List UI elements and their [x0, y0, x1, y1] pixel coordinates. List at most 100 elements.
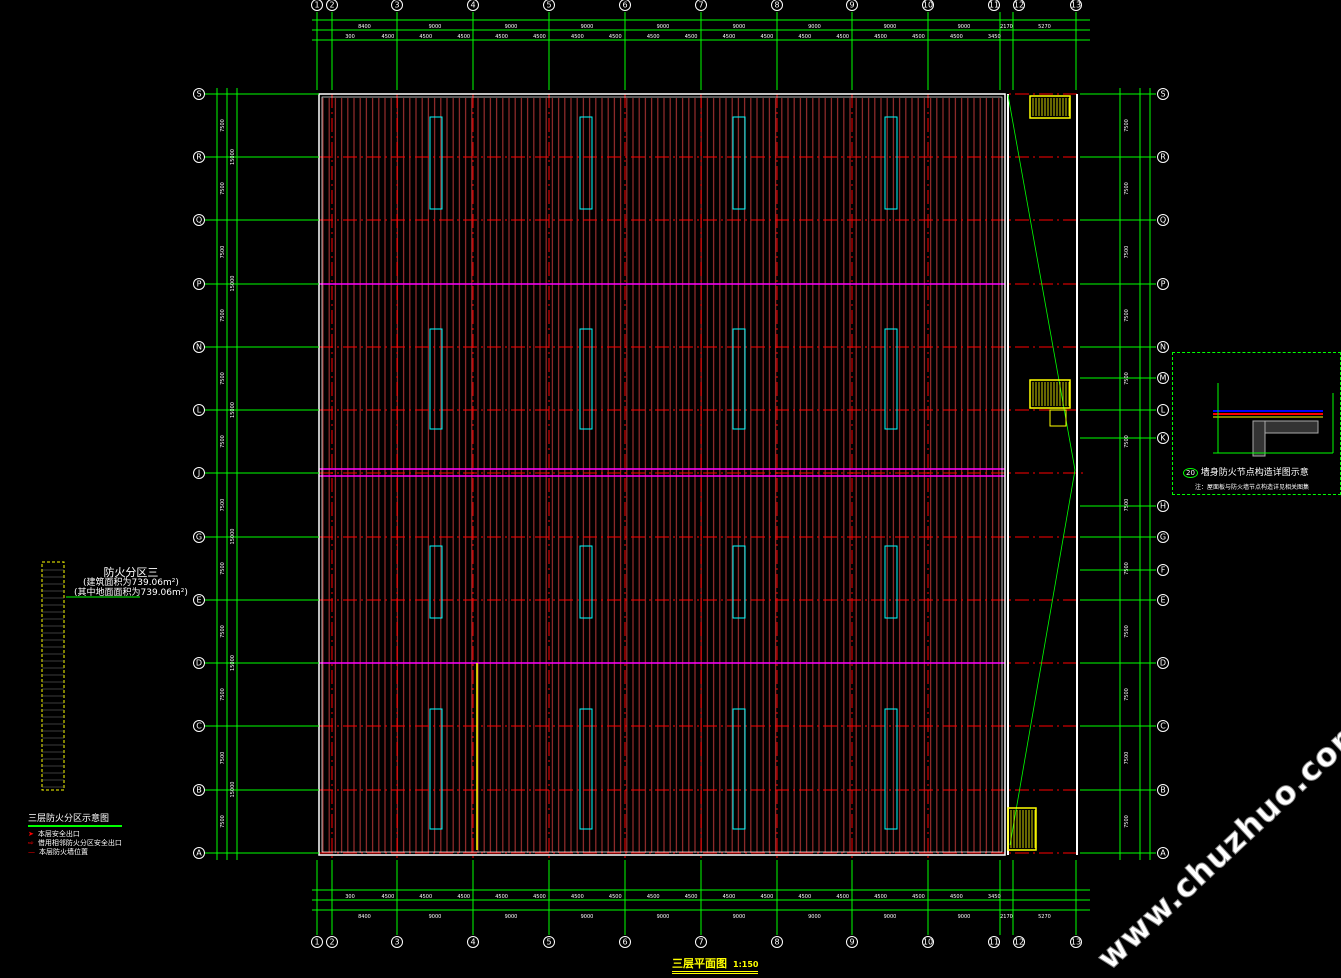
column-axis-label: 9 — [849, 938, 854, 947]
exit-arrow-icon: ➤ — [28, 830, 34, 838]
fire-zone-area-1: (建筑面积为739.06m²) — [83, 578, 179, 588]
skylight — [429, 545, 443, 619]
dimension-text: 9000 — [581, 24, 594, 30]
axis-bubble — [193, 151, 205, 163]
skylight — [884, 545, 898, 619]
legend-item: —本层防火墙位置 — [28, 848, 122, 857]
skylight — [429, 708, 443, 830]
detail-note: 注：屋面板与防火墙节点构造详见相关图集 — [1195, 484, 1310, 491]
dimension-text: 8400 — [358, 914, 371, 920]
dimension-text: 4500 — [798, 34, 811, 40]
skylight — [579, 328, 593, 430]
stair — [1029, 95, 1071, 119]
legend-title: 三层防火分区示意图 — [28, 815, 122, 827]
row-axis-label: R — [1160, 153, 1166, 162]
dimension-text: 4500 — [912, 894, 925, 900]
dimension-text: 7500 — [220, 119, 226, 132]
dimension-text: 2170 — [1000, 24, 1013, 30]
axis-bubble — [1070, 936, 1082, 948]
axis-bubble — [326, 936, 338, 948]
skylight — [579, 708, 593, 830]
axis-bubble — [467, 0, 479, 11]
dimension-text: 9000 — [657, 24, 670, 30]
dimension-text: 7500 — [220, 435, 226, 448]
dimension-text: 4500 — [609, 894, 622, 900]
dimension-text: 7500 — [220, 182, 226, 195]
dimension-text: 4500 — [761, 894, 774, 900]
column-axis-label: 5 — [546, 1, 551, 10]
dimension-text: 15000 — [230, 402, 236, 418]
column-axis-label: 9 — [849, 1, 854, 10]
row-axis-label: A — [196, 849, 202, 858]
dimension-text: 4500 — [761, 34, 774, 40]
axis-bubble — [193, 214, 205, 226]
column-axis-label: 4 — [470, 1, 475, 10]
column-axis-label: 13 — [1071, 938, 1081, 947]
dimension-text: 9000 — [958, 914, 971, 920]
axis-bubble — [695, 0, 707, 11]
dimension-text: 7500 — [220, 625, 226, 638]
column-axis-label: 2 — [329, 1, 334, 10]
dimension-text: 4500 — [419, 34, 432, 40]
column-axis-label: 12 — [1014, 938, 1024, 947]
axis-bubble — [1157, 151, 1169, 163]
axis-bubble — [193, 594, 205, 606]
axis-bubble — [1157, 341, 1169, 353]
dimension-text: 3450 — [988, 894, 1001, 900]
dimension-text: 4500 — [836, 34, 849, 40]
axis-bubble — [1013, 936, 1025, 948]
axis-bubble — [1157, 564, 1169, 576]
dimension-text: 4500 — [723, 34, 736, 40]
fire-zone-label: 防火分区三 (建筑面积为739.06m²) (其中地面面积为739.06m²) — [74, 567, 188, 598]
axis-bubble — [193, 784, 205, 796]
axis-bubble — [619, 936, 631, 948]
axis-bubble — [193, 657, 205, 669]
row-axis-label: B — [196, 786, 202, 795]
skylight — [732, 116, 746, 210]
row-axis-label: J — [197, 469, 200, 478]
dimension-text: 4500 — [647, 34, 660, 40]
dimension-text: 7500 — [1124, 499, 1130, 512]
dimension-text: 4500 — [571, 34, 584, 40]
row-axis-label: P — [1161, 280, 1166, 289]
dimension-text: 7500 — [1124, 246, 1130, 259]
axis-bubble — [988, 0, 1000, 11]
axis-bubble — [771, 0, 783, 11]
dimension-text: 7500 — [220, 499, 226, 512]
dimension-text: 7500 — [1124, 119, 1130, 132]
row-axis-label: P — [197, 280, 202, 289]
axis-bubble — [1157, 784, 1169, 796]
dimension-text: 7500 — [1124, 752, 1130, 765]
column-axis-label: 10 — [923, 938, 933, 947]
dimension-text: 7500 — [220, 309, 226, 322]
dimension-text: 4500 — [950, 894, 963, 900]
evacuation-line — [1007, 94, 1076, 471]
axis-bubble — [1157, 432, 1169, 444]
dimension-text: 7500 — [1124, 372, 1130, 385]
building-outline — [318, 93, 1006, 856]
axis-bubble — [193, 278, 205, 290]
dimension-text: 9000 — [733, 914, 746, 920]
dimension-text: 2170 — [1000, 914, 1013, 920]
axis-bubble — [1157, 278, 1169, 290]
dimension-text: 7500 — [220, 688, 226, 701]
dimension-text: 9000 — [505, 24, 518, 30]
row-axis-label: M — [1160, 374, 1167, 383]
dimension-text: 4500 — [912, 34, 925, 40]
row-axis-label: L — [1161, 406, 1166, 415]
row-axis-label: A — [1160, 849, 1166, 858]
column-axis-label: 1 — [314, 1, 319, 10]
skylight — [884, 708, 898, 830]
axis-bubble — [326, 0, 338, 11]
dimension-text: 9000 — [505, 914, 518, 920]
axis-bubble — [619, 0, 631, 11]
column-axis-label: 11 — [989, 1, 999, 10]
dimension-text: 7500 — [1124, 815, 1130, 828]
borrowed-exit-icon: ⇨ — [28, 839, 34, 847]
axis-bubble — [193, 404, 205, 416]
column-axis-label: 8 — [774, 938, 779, 947]
dimension-text: 15000 — [230, 149, 236, 165]
axis-bubble — [391, 936, 403, 948]
axis-bubble — [1157, 657, 1169, 669]
evacuation-line — [1009, 469, 1076, 846]
